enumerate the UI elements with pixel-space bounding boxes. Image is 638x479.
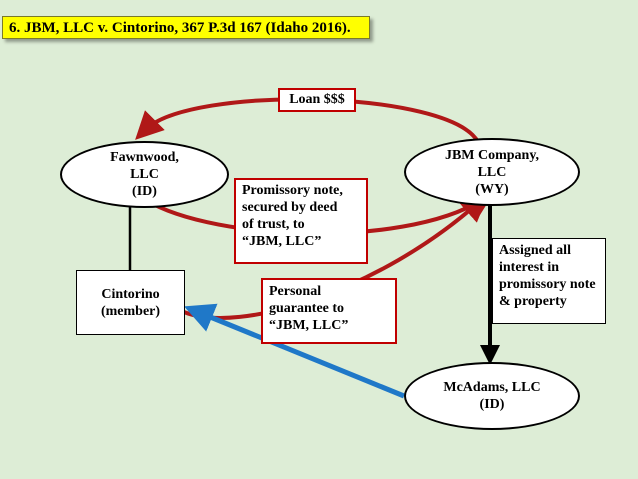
jbm-company-state: (WY): [475, 181, 509, 197]
jbm-company-node: JBM Company, LLC (WY): [404, 138, 580, 206]
personal-guarantee-label: Personal guarantee to “JBM, LLC”: [261, 278, 397, 344]
assigned-label: Assigned all interest in promissory note…: [492, 238, 606, 324]
cintorino-node: Cintorino (member): [76, 270, 185, 335]
page-title: 6. JBM, LLC v. Cintorino, 367 P.3d 167 (…: [2, 16, 370, 39]
jbm-company-type: LLC: [477, 164, 507, 180]
cintorino-name: Cintorino: [101, 286, 160, 302]
loan-label: Loan $$$: [278, 88, 356, 112]
fawnwood-name: Fawnwood,: [110, 150, 179, 165]
fawnwood-node: Fawnwood, LLC (ID): [60, 141, 229, 208]
mcadams-name: McAdams, LLC: [443, 380, 541, 395]
fawnwood-state: (ID): [132, 184, 157, 199]
cintorino-role: (member): [100, 303, 161, 319]
mcadams-state: (ID): [479, 397, 505, 412]
mcadams-node: McAdams, LLC (ID): [404, 362, 580, 430]
mcadams-to-cintorino-arrow: [184, 303, 405, 399]
fawnwood-type: LLC: [130, 167, 159, 182]
promissory-note-label: Promissory note, secured by deed of trus…: [234, 178, 368, 264]
jbm-company-name: JBM Company,: [444, 147, 540, 163]
